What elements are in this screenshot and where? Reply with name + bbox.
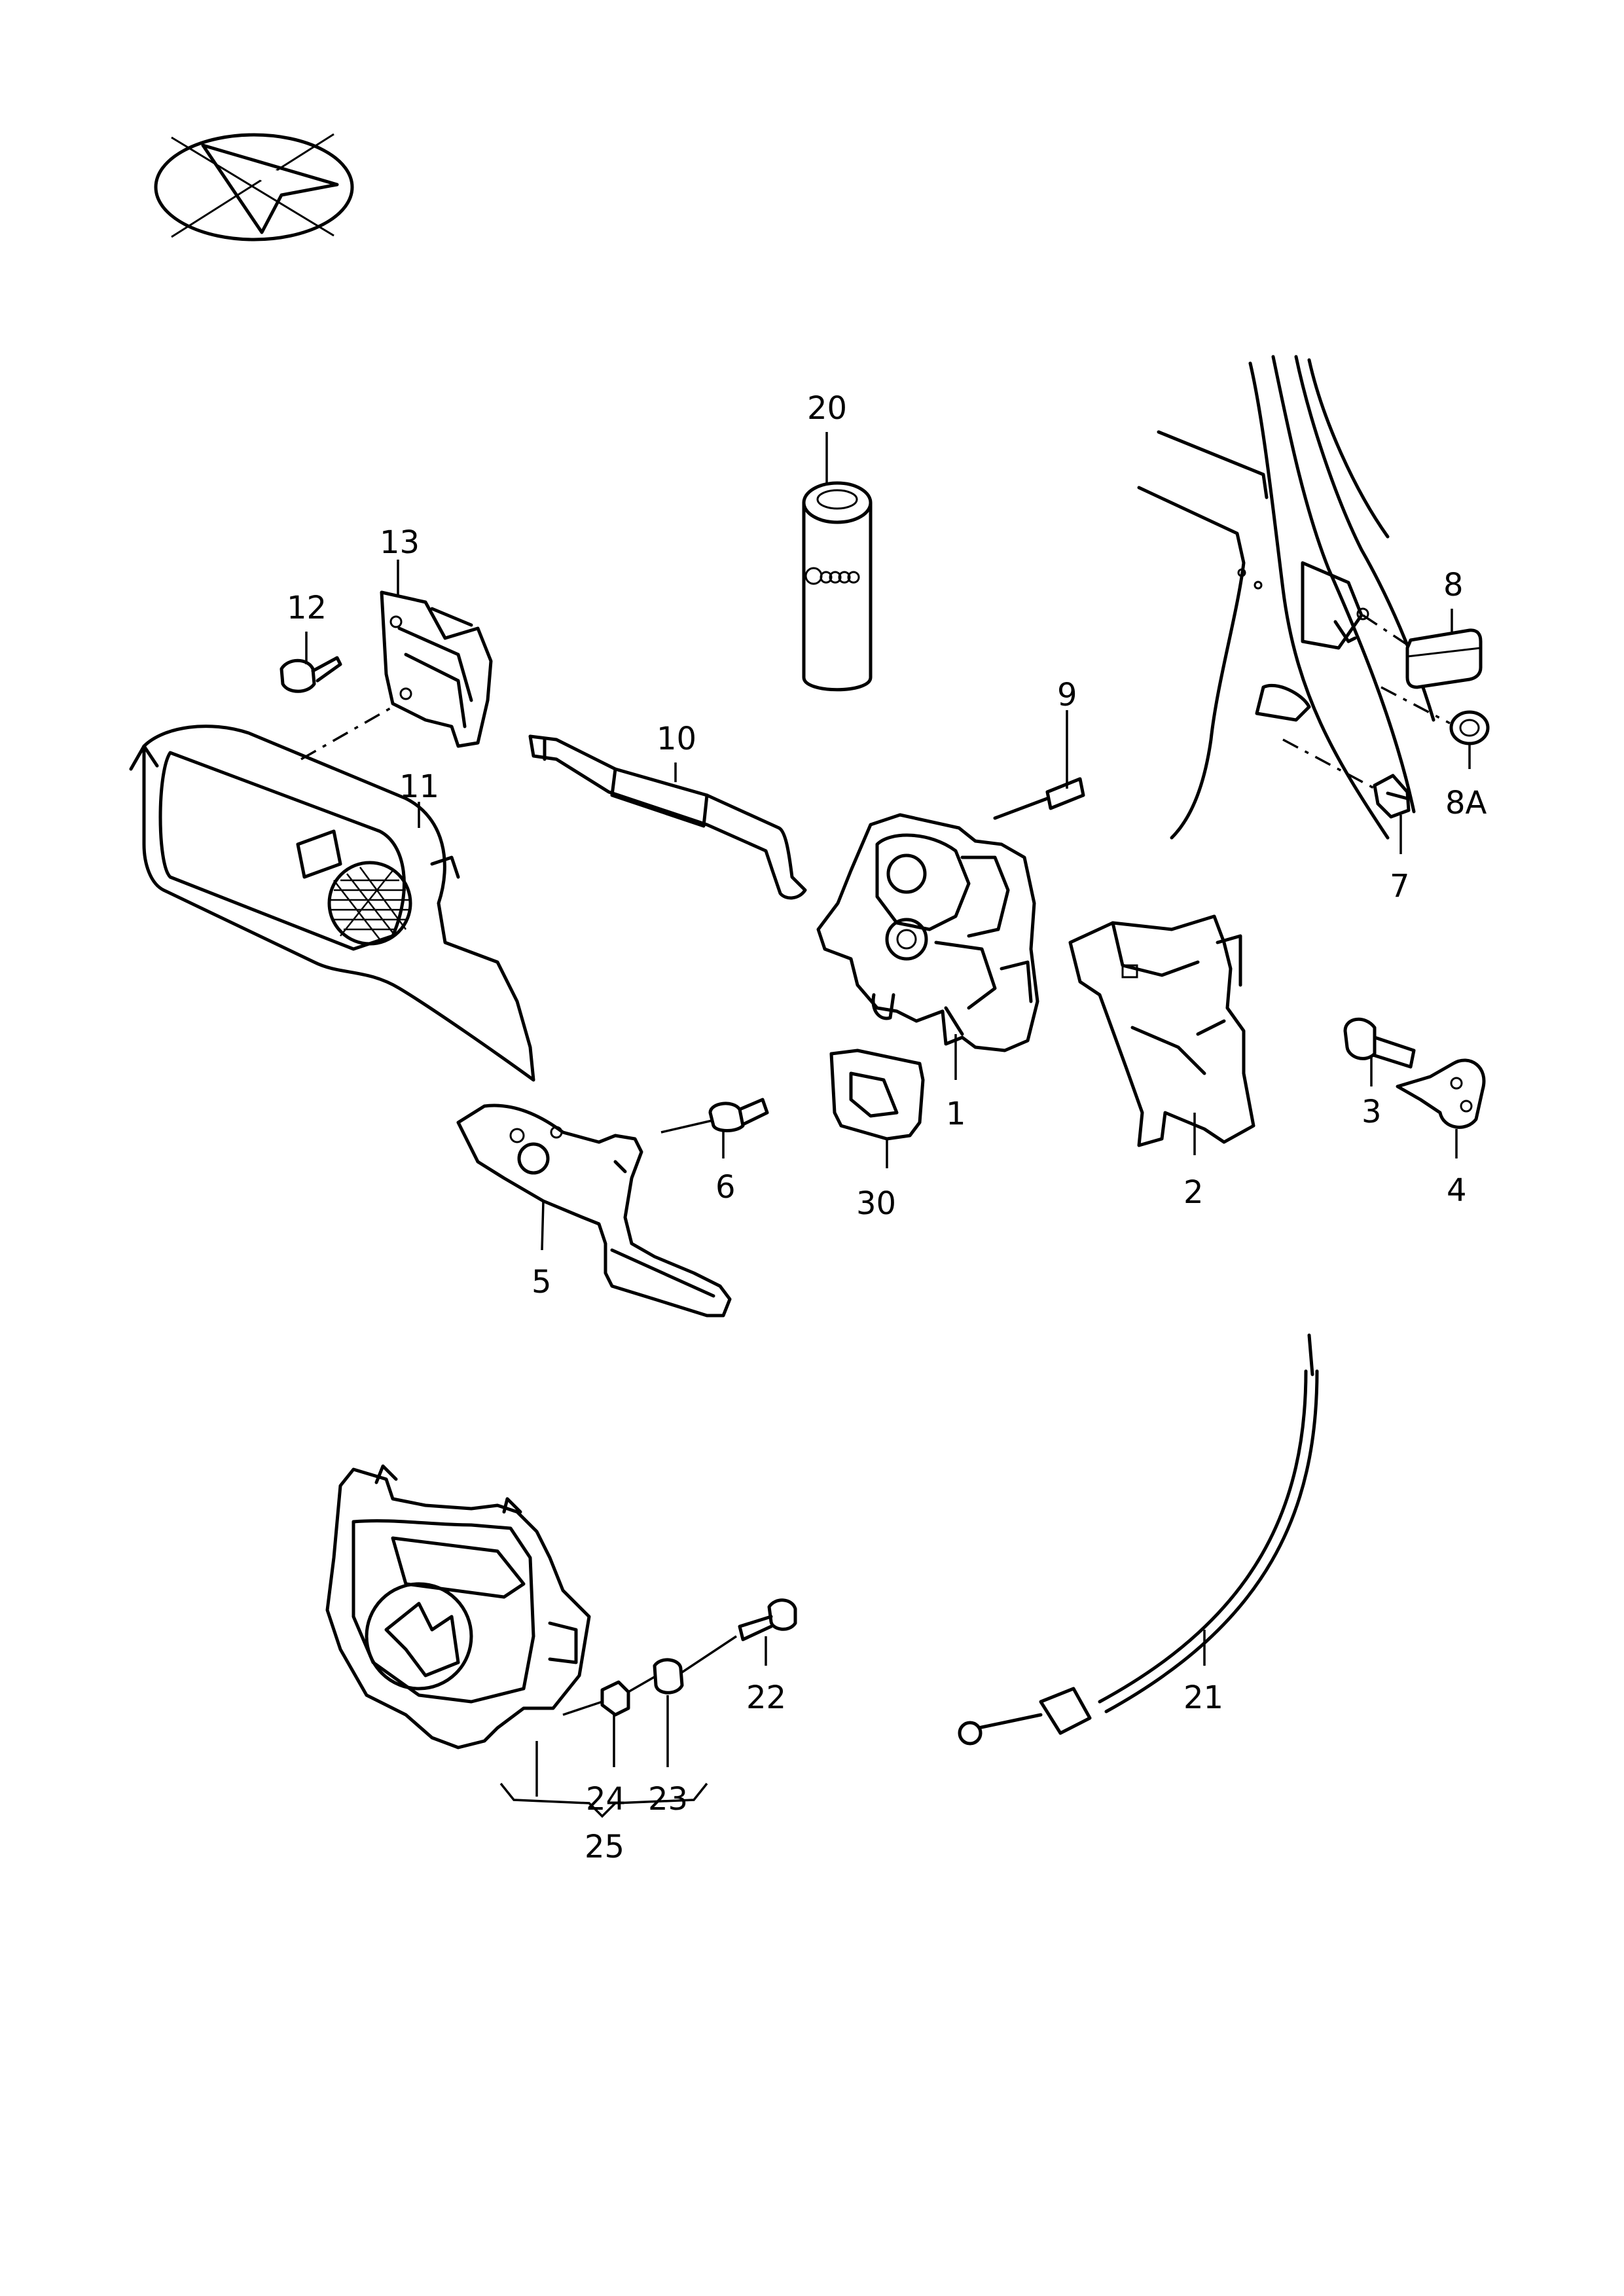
callout-7: 7 <box>1390 868 1410 905</box>
callout-8: 8 <box>1443 567 1464 603</box>
part-8a-grommet <box>1380 686 1490 745</box>
callout-23: 23 <box>648 1781 688 1818</box>
callout-4: 4 <box>1447 1172 1467 1209</box>
part-24-nut <box>562 1680 630 1717</box>
callout-13: 13 <box>380 524 420 561</box>
part-7-bolt <box>1282 738 1411 819</box>
part-25-actuator <box>325 1464 591 1749</box>
callout-11: 11 <box>399 768 439 805</box>
part-22-screw <box>681 1598 797 1674</box>
door-frame <box>1137 355 1435 840</box>
orientation-arrow-icon <box>154 133 354 242</box>
part-6-pin <box>660 1098 769 1134</box>
callout-24: 24 <box>586 1781 626 1818</box>
callout-2: 2 <box>1183 1174 1204 1211</box>
part-5-lever <box>456 1103 732 1318</box>
part-2-bracket <box>1068 914 1255 1147</box>
callout-25: 25 <box>585 1829 624 1865</box>
part-9-wire <box>993 777 1085 820</box>
part-12-bolt <box>280 656 342 693</box>
part-10-rod <box>528 734 807 900</box>
leader-lines <box>305 432 1471 1818</box>
callout-1: 1 <box>946 1096 966 1132</box>
part-1-door-lock <box>816 813 1039 1052</box>
part-23-sleeve <box>628 1658 684 1695</box>
callout-5: 5 <box>532 1264 552 1300</box>
part-11-trim <box>129 706 535 1082</box>
part-3-bolt <box>1343 1017 1416 1069</box>
callout-12: 12 <box>287 590 327 626</box>
part-8-cap <box>1362 614 1483 689</box>
part-21-cable <box>958 1333 1319 1746</box>
callout-21: 21 <box>1183 1679 1223 1716</box>
callout-9: 9 <box>1057 677 1077 713</box>
callout-22: 22 <box>746 1679 786 1716</box>
part-4-striker <box>1396 1058 1486 1129</box>
part-13-handle <box>380 590 493 748</box>
callout-6: 6 <box>715 1169 736 1206</box>
callout-10: 10 <box>657 721 696 757</box>
callout-labels: 1 2 3 4 5 6 7 8 8A 9 10 11 12 13 20 21 2… <box>287 390 1487 1865</box>
callout-3: 3 <box>1362 1094 1382 1130</box>
part-30-gasket <box>829 1049 925 1141</box>
part-20-spray-can <box>802 481 873 692</box>
callout-20: 20 <box>807 390 847 427</box>
callout-8a: 8A <box>1445 785 1487 821</box>
callout-30: 30 <box>856 1185 896 1222</box>
